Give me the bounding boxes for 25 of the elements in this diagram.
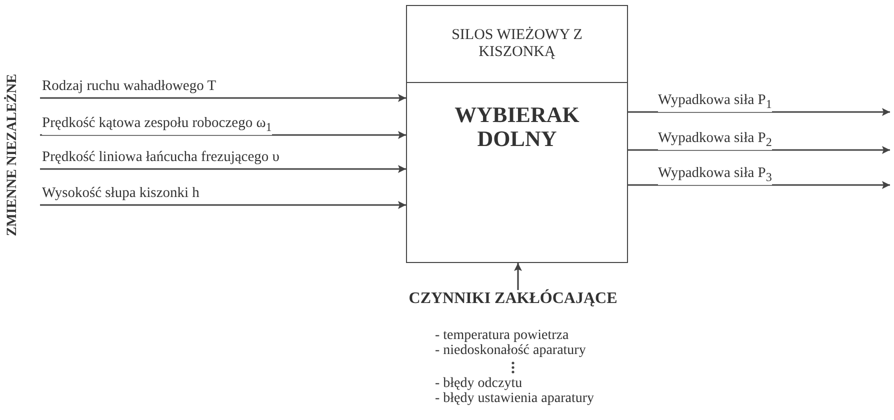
- silo-box: [406, 5, 628, 83]
- list-item: - błędy odczytu: [435, 376, 522, 391]
- edge-label: Prędkość kątowa zespołu roboczego ω$_{1}$: [42, 115, 272, 135]
- edge-label: Wypadkowa siła P$_{1}$: [658, 92, 772, 112]
- list-item: - temperatura powietrza: [435, 328, 569, 343]
- list-item: - niedoskonałość aparatury: [435, 343, 586, 358]
- node-title: WYBIERAK DOLNY: [454, 103, 580, 151]
- arrow: [40, 165, 406, 173]
- arrow: [628, 181, 890, 189]
- edge-label: Rodzaj ruchu wahadłowego T: [42, 78, 216, 94]
- edge-label: Wysokość słupa kiszonki h: [42, 185, 200, 201]
- arrow: [628, 108, 890, 116]
- edge-label: Wypadkowa siła P$_{3}$: [658, 165, 772, 185]
- arrow: [40, 201, 406, 209]
- process-box: [406, 82, 628, 263]
- arrow: [514, 263, 522, 290]
- list-item: - błędy ustawienia aparatury: [435, 391, 594, 406]
- arrow: [40, 94, 406, 102]
- arrow: [628, 146, 890, 154]
- arrow: [40, 131, 406, 139]
- axis-title: ZMIENNE NIEZALEŻNE: [5, 72, 21, 238]
- edge-label: Wypadkowa siła P$_{2}$: [658, 130, 772, 150]
- disturbance-heading: CZYNNIKI ZAKŁÓCAJĄCE: [395, 290, 631, 310]
- node-title: SILOS WIEŻOWY Z KISZONKĄ: [450, 27, 584, 61]
- edge-label: Prędkość liniowa łańcucha frezującego υ: [42, 149, 280, 165]
